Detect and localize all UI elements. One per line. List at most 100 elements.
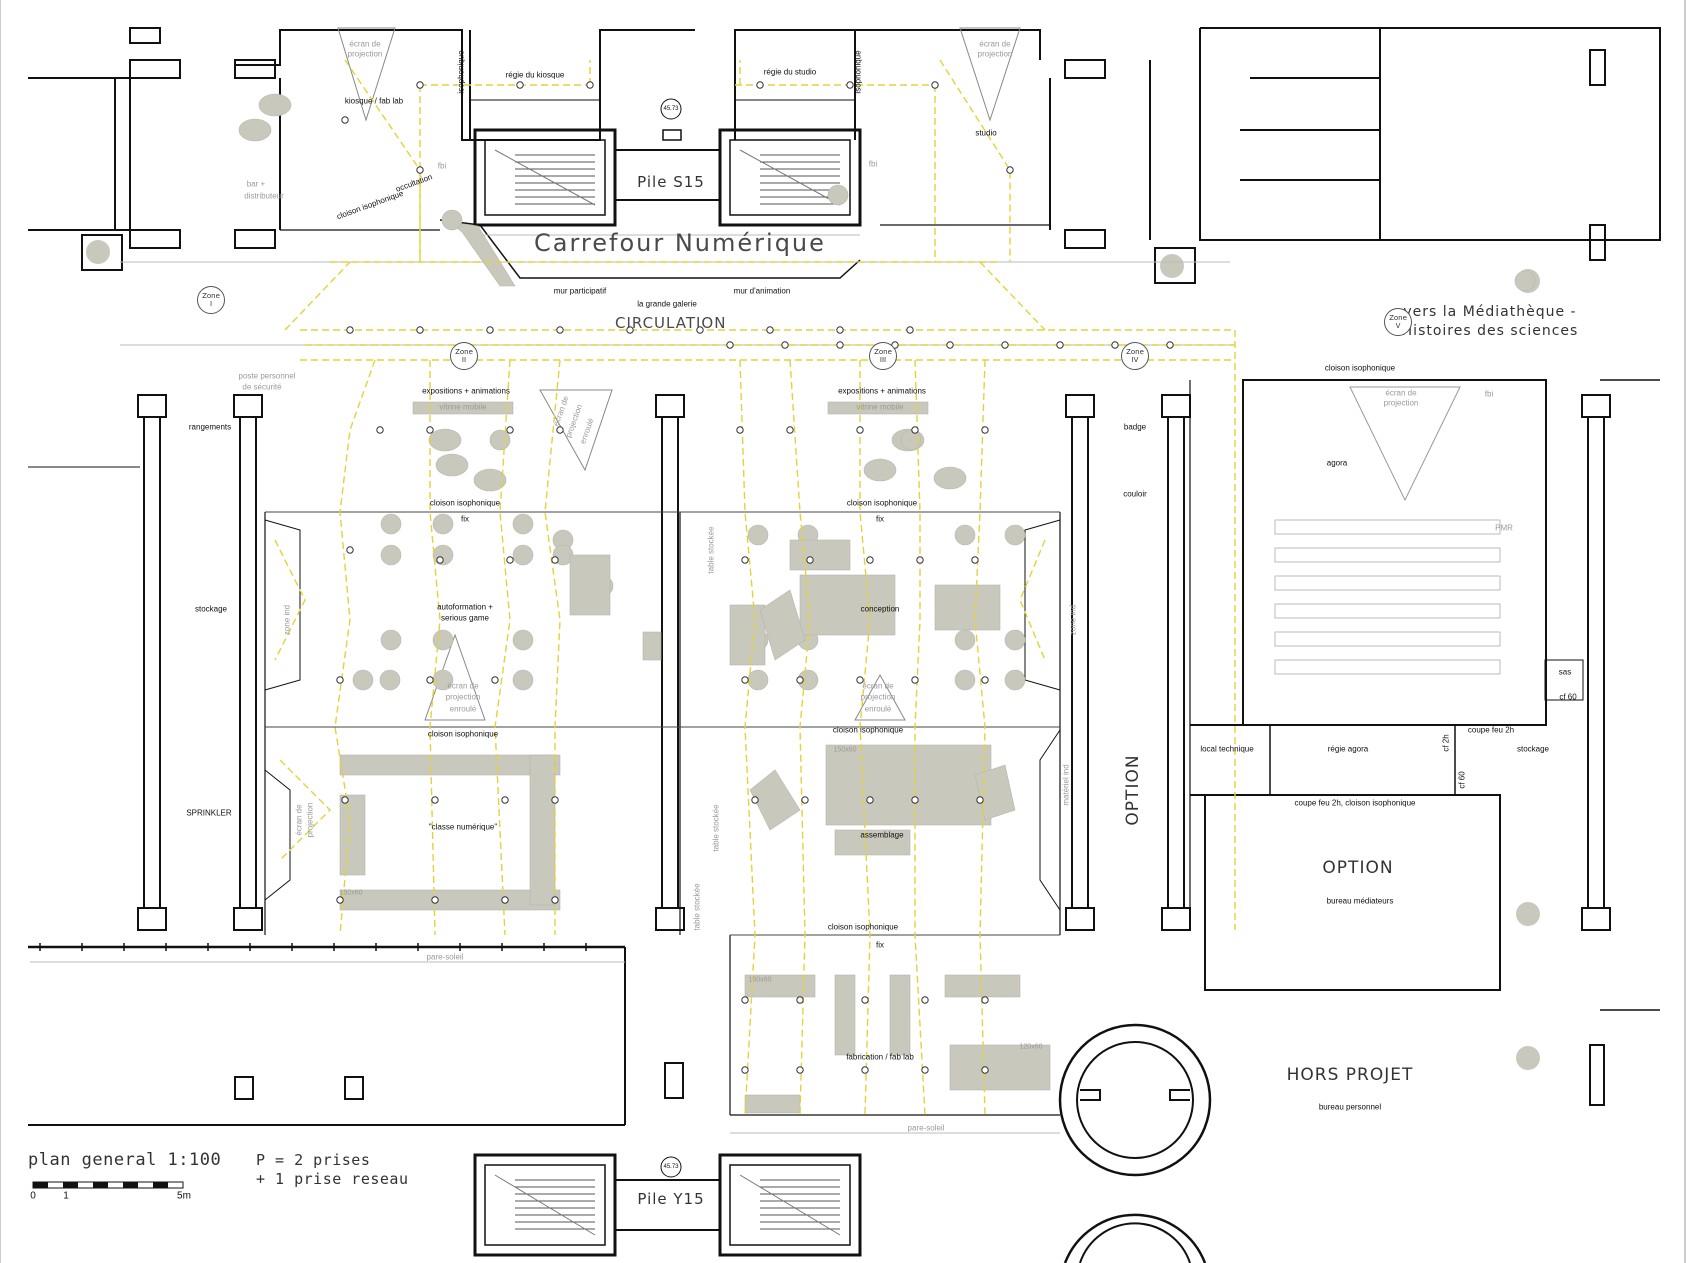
wiring-run [344, 59, 421, 262]
outlet-marker [741, 1066, 749, 1074]
table-stockee-2: table stockée [692, 883, 702, 931]
zone-word: Zone [874, 348, 892, 356]
outlet-marker [911, 426, 919, 434]
regie-agora-label: régie agora [1327, 744, 1369, 754]
fix-label-1: fix [461, 514, 469, 524]
left-vent-box [81, 234, 123, 271]
dims-2: 150x60 [833, 746, 857, 754]
outlet-marker [506, 556, 514, 564]
round-table [512, 544, 534, 566]
outlet-marker [336, 676, 344, 684]
round-table [954, 629, 976, 651]
dims-1: 150x60 [339, 889, 363, 897]
screen-triangle-top-2 [959, 27, 1021, 122]
table-stockee-1: table stockée [706, 526, 716, 574]
zone-number: II [461, 356, 467, 364]
studio-outer-wall [734, 29, 1041, 140]
ecran-enroule-2b: projection [445, 692, 481, 702]
zone-number: III [879, 356, 887, 364]
zone-number: IV [1131, 356, 1139, 364]
round-table [512, 629, 534, 651]
kiosque-column-bottom [234, 229, 276, 249]
screen-triangle-2 [854, 673, 906, 721]
outlet-marker [856, 676, 864, 684]
work-table [949, 1044, 1051, 1091]
cf60-label-2: cf 60 [1457, 771, 1467, 789]
zone-word: Zone [455, 348, 473, 356]
wiring-run [284, 261, 351, 331]
round-table [432, 513, 454, 535]
badge-label: badge [1123, 422, 1147, 432]
furniture-blob [428, 428, 462, 452]
pile-y15-label: Pile Y15 [637, 1190, 705, 1208]
outlet-marker [556, 426, 564, 434]
work-table [744, 1094, 801, 1114]
ecran-top1-a: écran de [349, 39, 381, 49]
poste-personnel-2: de sécurité [242, 382, 282, 392]
outlet-marker [921, 1066, 929, 1074]
outlet-marker [551, 556, 559, 564]
outlet-marker [486, 326, 494, 334]
outlet-marker [806, 556, 814, 564]
wiring-run [334, 359, 376, 936]
round-table [827, 184, 849, 206]
scale-bar-segment [153, 1182, 168, 1188]
stair-s15-right-diag [739, 149, 841, 206]
poste-personnel-1: poste personnel [238, 371, 296, 381]
regie-kiosque-label: régie du kiosque [505, 70, 565, 80]
angled-table-3 [974, 764, 1016, 821]
outlet-marker [751, 796, 759, 804]
fbi-label-1: fbi [437, 161, 447, 171]
round-table [954, 524, 976, 546]
work-table [834, 829, 911, 856]
coupe-feu-long-label: coupe feu 2h, cloison isophonique [1294, 798, 1416, 808]
code-label-1: 45.73 [663, 106, 679, 112]
zone-word: Zone [1126, 348, 1144, 356]
furniture-blob [258, 93, 292, 117]
outlet-marker [506, 426, 514, 434]
coupe-feu-2h-label: coupe feu 2h [1467, 725, 1515, 735]
outlet-marker [861, 1066, 869, 1074]
fabrication-label: fabrication / fab lab [846, 1052, 914, 1062]
wiring-layer [274, 59, 1236, 1116]
wiring-run [544, 359, 561, 935]
screen-triangle-expo [539, 389, 613, 472]
furniture-blob [435, 453, 469, 477]
round-table [512, 513, 534, 535]
outlet-marker [796, 1066, 804, 1074]
outlet-marker [416, 81, 424, 89]
outlet-marker [426, 426, 434, 434]
legend-p-line2: + 1 prise reseau [256, 1170, 409, 1188]
work-table [412, 401, 514, 415]
left-vent-circle [86, 240, 110, 264]
wiring-run [429, 360, 441, 936]
agora-bench [1274, 603, 1501, 619]
ecran-v1b: projection [305, 802, 315, 838]
pier-4-cap-bottom [1065, 907, 1095, 931]
ecran-top2-b: projection [977, 49, 1013, 59]
bollard-3 [664, 1062, 684, 1099]
outlet-marker [946, 341, 954, 349]
cloison-label-4: cloison isophonique [832, 725, 904, 735]
outlet-marker [866, 796, 874, 804]
table-stockee-3: table stockée [711, 804, 721, 852]
work-table [934, 584, 1001, 631]
cloison-label-5: cloison isophonique [827, 922, 899, 932]
right-vent-box [1154, 247, 1196, 284]
right-window-3 [1589, 1044, 1605, 1106]
code-circle-bottom [660, 1156, 682, 1178]
round-table [441, 209, 463, 231]
round-table [747, 524, 769, 546]
wiring-run [914, 359, 926, 1116]
bay-left-1 [264, 519, 301, 691]
stair-s15-link [614, 149, 721, 201]
furniture-layer [238, 93, 1536, 1114]
pile-s15-label: Pile S15 [637, 173, 705, 191]
agora-bench [1274, 519, 1501, 535]
work-table [827, 401, 929, 415]
outlet-marker [436, 556, 444, 564]
outlet-marker [376, 426, 384, 434]
round-table [489, 429, 511, 451]
fix-label-2: fix [876, 514, 884, 524]
